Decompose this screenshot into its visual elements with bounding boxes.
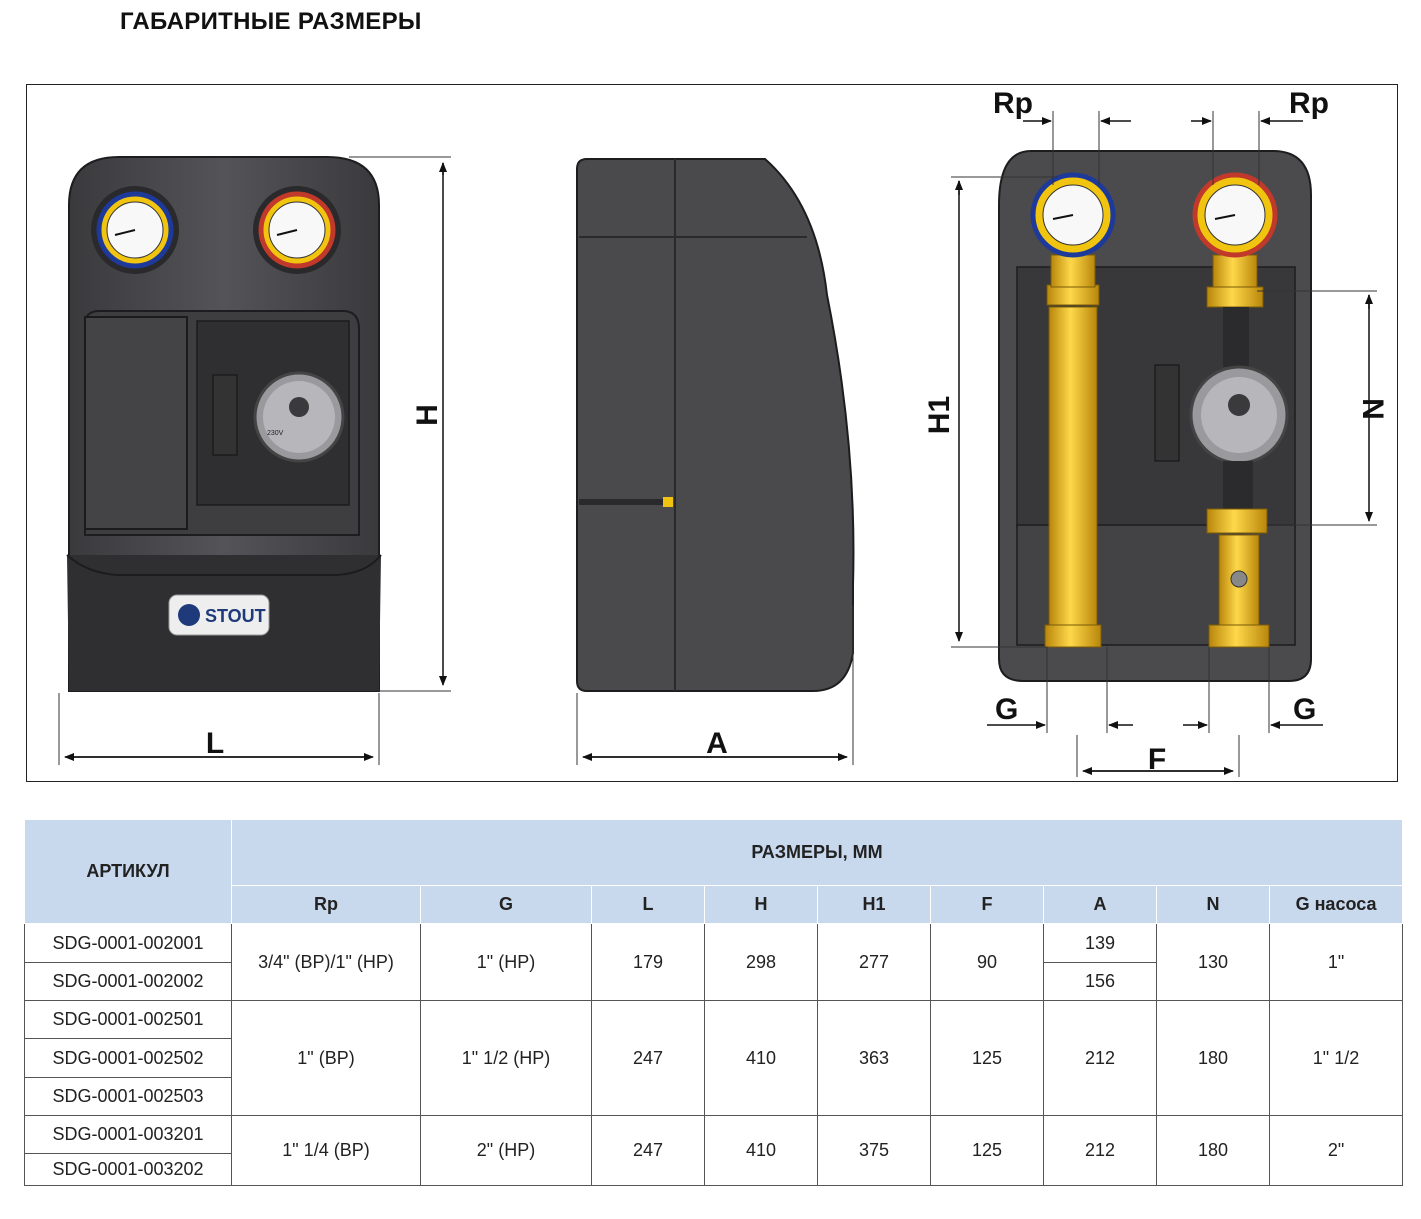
h1-cell: 277 xyxy=(817,923,931,1001)
label-a: A xyxy=(706,727,728,760)
h1-cell: 363 xyxy=(817,1000,931,1116)
stout-logo-text: STOUT xyxy=(205,606,266,626)
n-cell: 180 xyxy=(1156,1115,1270,1186)
article-cell: SDG-0001-002002 xyxy=(24,962,232,1001)
f-cell: 90 xyxy=(930,923,1044,1001)
front-pump: 230V xyxy=(212,371,345,463)
dimensions-table: АРТИКУЛ РАЗМЕРЫ, ММ Rp G L H H1 F A N G … xyxy=(24,819,1404,1186)
l-cell: 247 xyxy=(591,1000,705,1116)
col-header-n: N xyxy=(1156,885,1270,924)
a-cell: 156 xyxy=(1043,962,1157,1001)
rp-cell: 1" (ВР) xyxy=(231,1000,421,1116)
g-cell: 1" 1/2 (НР) xyxy=(420,1000,592,1116)
front-gauge-blue xyxy=(91,186,179,274)
a-cell: 212 xyxy=(1043,1000,1157,1116)
side-view: A xyxy=(576,158,855,765)
h-cell: 410 xyxy=(704,1000,818,1116)
g-pump-cell: 2" xyxy=(1269,1115,1404,1186)
front-pump-voltage: 230V xyxy=(267,430,284,437)
internal-gauge-red xyxy=(1192,172,1278,258)
table-row: SDG-0001-002002 156 xyxy=(24,962,1403,1001)
n-cell: 130 xyxy=(1156,923,1270,1001)
g-pump-cell: 1" 1/2 xyxy=(1269,1000,1404,1116)
table-row: SDG-0001-003201 1" 1/4 (ВР) 2" (НР) 247 … xyxy=(24,1115,1404,1186)
table-row: SDG-0001-002501 1" (ВР) 1" 1/2 (НР) 247 … xyxy=(24,1000,1404,1116)
label-l: L xyxy=(206,727,224,760)
a-cell: 139 xyxy=(1043,923,1157,963)
article-cell: SDG-0001-003201 xyxy=(24,1115,232,1154)
table-row: SDG-0001-003202 xyxy=(24,1153,1403,1186)
header-dimensions: РАЗМЕРЫ, ММ xyxy=(230,819,1404,886)
article-cell: SDG-0001-003202 xyxy=(24,1153,232,1186)
rp-cell: 1" 1/4 (ВР) xyxy=(231,1115,421,1186)
col-header-a: A xyxy=(1043,885,1157,924)
label-rp-left: Rp xyxy=(993,87,1033,120)
col-header-h1: H1 xyxy=(817,885,931,924)
col-header-l: L xyxy=(591,885,705,924)
g-cell: 2" (НР) xyxy=(420,1115,592,1186)
h-cell: 410 xyxy=(704,1115,818,1186)
label-g-left: G xyxy=(995,693,1018,726)
label-h1: H1 xyxy=(923,396,956,434)
f-cell: 125 xyxy=(930,1000,1044,1116)
col-header-g: G xyxy=(420,885,592,924)
col-header-h: H xyxy=(704,885,818,924)
article-cell: SDG-0001-002502 xyxy=(24,1038,232,1078)
h-cell: 298 xyxy=(704,923,818,1001)
header-article: АРТИКУЛ xyxy=(24,819,232,924)
article-cell: SDG-0001-002001 xyxy=(24,923,232,963)
table-row: SDG-0001-002502 xyxy=(24,1038,1403,1078)
drawing-svg: 230V STOUT H L A xyxy=(58,87,1389,777)
a-cell: 212 xyxy=(1043,1115,1157,1186)
internal-gauge-blue xyxy=(1030,172,1116,258)
article-cell: SDG-0001-002501 xyxy=(24,1000,232,1039)
f-cell: 125 xyxy=(930,1115,1044,1186)
g-cell: 1" (НР) xyxy=(420,923,592,1001)
l-cell: 247 xyxy=(591,1115,705,1186)
g-pump-cell: 1" xyxy=(1269,923,1404,1001)
n-cell: 180 xyxy=(1156,1000,1270,1116)
page-title: ГАБАРИТНЫЕ РАЗМЕРЫ xyxy=(120,8,422,35)
label-n: N xyxy=(1356,398,1389,420)
front-view: 230V STOUT H L xyxy=(58,156,451,765)
label-rp-right: Rp xyxy=(1289,87,1329,120)
col-header-f: F xyxy=(930,885,1044,924)
internal-view: Rp Rp H1 N G G F xyxy=(923,87,1389,777)
col-header-rp: Rp xyxy=(231,885,421,924)
l-cell: 179 xyxy=(591,923,705,1001)
article-cell: SDG-0001-002503 xyxy=(24,1077,232,1116)
stout-logo-plate: STOUT xyxy=(168,594,270,636)
col-header-g-pump: G насоса xyxy=(1268,885,1404,924)
front-gauge-red xyxy=(253,186,341,274)
h1-cell: 375 xyxy=(817,1115,931,1186)
label-g-right: G xyxy=(1293,693,1316,726)
table-row: SDG-0001-002503 xyxy=(24,1077,1403,1116)
rp-cell: 3/4" (ВР)/1" (НР) xyxy=(231,923,421,1001)
label-h: H xyxy=(411,404,444,426)
dimension-drawing: 230V STOUT H L A xyxy=(26,84,1398,782)
label-f: F xyxy=(1148,743,1166,776)
table-row: SDG-0001-002001 3/4" (ВР)/1" (НР) 1" (НР… xyxy=(24,923,1404,1001)
